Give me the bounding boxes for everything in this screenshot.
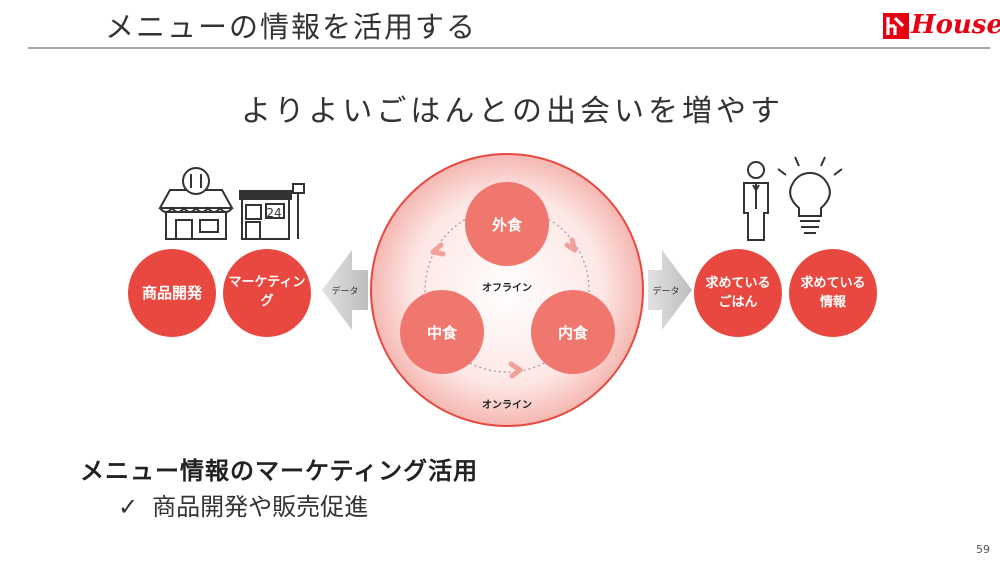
home-cooking-label: 内食 [558,324,589,342]
person-icon [743,161,769,241]
desired-info-circle [789,249,877,337]
right-data-arrow-label: データ [652,285,679,297]
slide-title: メニューの情報を活用する [105,10,478,44]
cycle-arrow-top-left [430,242,446,257]
page-number: 59 [976,543,990,556]
title-divider [28,47,990,49]
house-logo-mark [883,13,909,39]
ready-meal-circle [400,290,484,374]
slide-subtitle: よりよいごはんとの出会いを増やす [240,94,785,129]
eating-out-circle [465,182,549,266]
product-development-circle [128,249,216,337]
home-cooking-circle [531,290,615,374]
bottom-heading: メニュー情報のマーケティング活用 [80,457,479,485]
menu-info-diagram: 24 商品開発 マーケティン グ データ 外食 中食 内食 オフライン オンライ… [128,153,877,427]
desired-info-label-line1: 求めている [800,275,865,291]
lightbulb-idea-icon [777,156,843,234]
bullet-text: 商品開発や販売促進 [152,493,369,521]
product-development-label: 商品開発 [142,284,203,302]
house-logo: House [883,10,1000,44]
left-data-arrow-label: データ [331,285,358,297]
convenience-store-icon [239,183,305,240]
checkmark-icon: ✓ [118,493,139,521]
left-data-arrow [322,250,368,330]
desired-meal-label-line2: ごはん [718,294,757,310]
desired-meal-label-line1: 求めている [705,275,770,291]
marketing-label-line2: グ [260,293,273,309]
desired-info-label-line2: 情報 [820,294,847,310]
restaurant-icon [158,167,234,240]
offline-label: オフライン [482,282,532,294]
store-sign-text: 24 [266,206,281,220]
bullet-item: ✓ 商品開発や販売促進 [118,487,368,522]
marketing-label-line1: マーケティン [229,275,306,290]
house-logo-text: House [911,10,1000,40]
ready-meal-label: 中食 [427,324,458,342]
right-data-arrow [648,250,692,330]
cycle-arrow-bottom [508,361,523,379]
online-label: オンライン [482,399,532,411]
eating-out-label: 外食 [491,216,523,234]
marketing-circle [223,249,311,337]
cycle-arrow-top-right [564,237,578,253]
desired-meal-circle [694,249,782,337]
